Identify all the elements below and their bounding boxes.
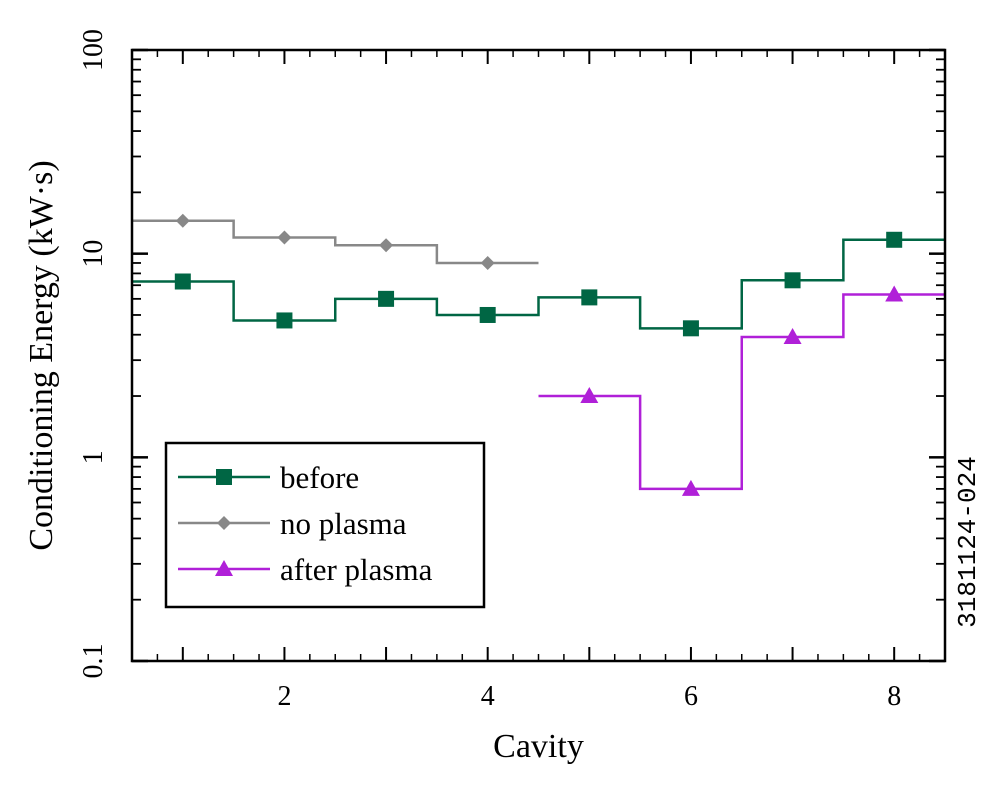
data-point-before xyxy=(276,312,293,329)
series-line-before xyxy=(132,238,945,330)
series-after-plasma xyxy=(538,285,945,496)
data-point-no-plasma xyxy=(480,255,495,270)
legend-label-no-plasma: no plasma xyxy=(280,506,407,541)
legend-label-after-plasma: after plasma xyxy=(280,552,433,587)
series-layer xyxy=(132,213,945,496)
x-tick-label: 6 xyxy=(684,681,698,712)
y-tick-label: 100 xyxy=(78,29,109,71)
data-point-before xyxy=(174,273,191,290)
x-axis-title: Cavity xyxy=(493,728,584,765)
data-point-before xyxy=(784,272,801,289)
y-axis-title: Conditioning Energy (kW·s) xyxy=(23,160,60,550)
data-point-before xyxy=(581,289,598,306)
series-line-no-plasma xyxy=(132,219,539,265)
data-point-after-plasma xyxy=(681,479,700,496)
y-tick-label: 0.1 xyxy=(78,644,109,679)
data-point-before xyxy=(886,231,903,248)
figure-id-label: 3181124-024 xyxy=(953,456,983,628)
data-point-before xyxy=(378,290,395,307)
legend-marker-after-plasma xyxy=(215,560,233,576)
legend: before no plasma after plasma xyxy=(164,441,486,609)
legend-marker-no-plasma xyxy=(217,516,231,530)
data-point-no-plasma xyxy=(277,230,292,245)
data-point-after-plasma xyxy=(580,387,599,404)
tick-labels: 2 4 6 8 0.1 1 10 100 xyxy=(78,29,901,712)
series-before xyxy=(132,231,945,337)
data-point-after-plasma xyxy=(783,327,802,344)
plot-frame xyxy=(130,48,947,663)
x-tick-label: 8 xyxy=(887,681,901,712)
legend-label-before: before xyxy=(280,460,359,495)
series-no-plasma xyxy=(132,213,539,270)
legend-marker-before xyxy=(216,469,232,485)
series-line-after-plasma xyxy=(538,293,945,491)
data-point-before xyxy=(682,320,699,337)
y-tick-label: 1 xyxy=(78,450,109,464)
data-point-no-plasma xyxy=(379,238,394,253)
data-point-no-plasma xyxy=(175,213,190,228)
axis-ticks xyxy=(132,48,945,663)
x-tick-label: 4 xyxy=(481,681,495,712)
x-tick-label: 2 xyxy=(277,681,291,712)
data-point-after-plasma xyxy=(885,285,904,302)
data-point-before xyxy=(479,306,496,323)
y-tick-label: 10 xyxy=(78,240,109,268)
